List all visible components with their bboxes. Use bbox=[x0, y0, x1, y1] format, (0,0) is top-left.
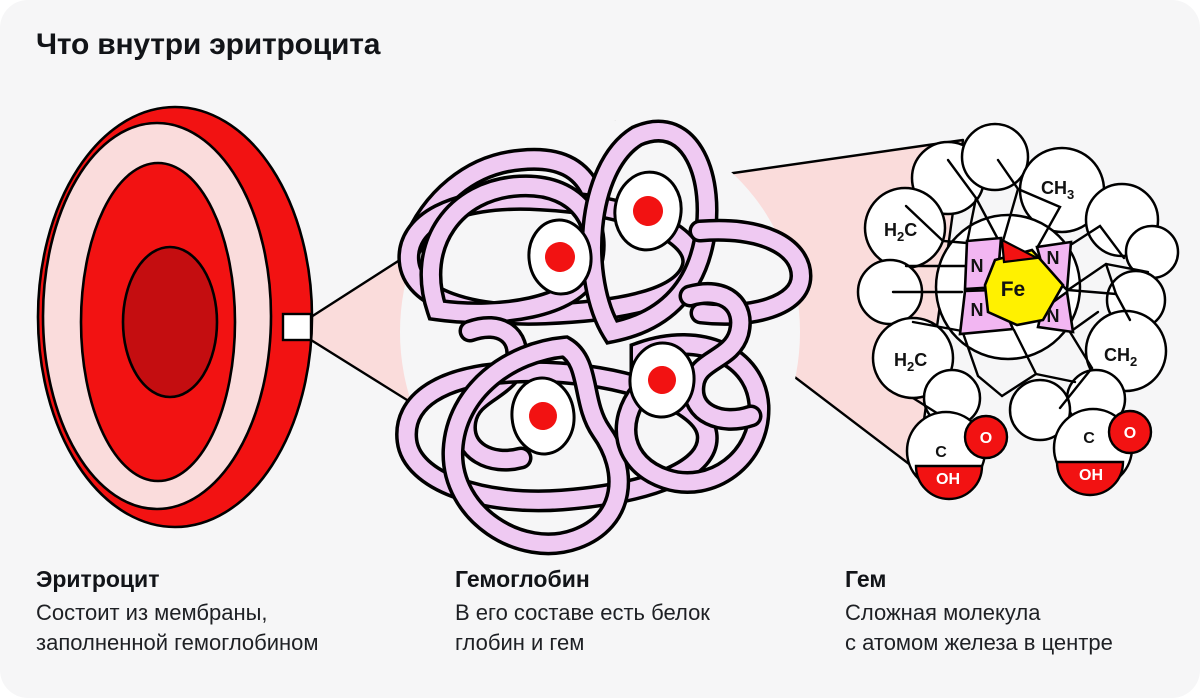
erythrocyte-illustration bbox=[36, 105, 314, 529]
caption-line: В его составе есть белок bbox=[455, 600, 710, 625]
zoom-window-square bbox=[281, 312, 313, 342]
caption-line: Сложная молекула bbox=[845, 600, 1041, 625]
h2c-label: H2C bbox=[884, 220, 917, 244]
hemoglobin-illustration bbox=[400, 120, 801, 544]
caption-line: Состоит из мембраны, bbox=[36, 600, 268, 625]
o-group bbox=[963, 414, 1009, 460]
c-label: C bbox=[1083, 430, 1095, 447]
n-label: N bbox=[1047, 248, 1060, 268]
oh-label: OH bbox=[936, 471, 960, 488]
iron-center-polygon bbox=[983, 248, 1065, 327]
ch2-label: CH2 bbox=[1104, 345, 1137, 369]
caption-line: с атомом железа в центре bbox=[845, 630, 1113, 655]
heme-marker bbox=[527, 218, 593, 296]
oh-group bbox=[914, 464, 984, 501]
caption-hemoglobin: Гемоглобин В его составе есть белок глоб… bbox=[455, 566, 835, 658]
n-label: N bbox=[1047, 306, 1060, 326]
n-label: N bbox=[971, 300, 984, 320]
heme-red-triangle bbox=[1000, 238, 1041, 264]
heme-facet-lines bbox=[891, 158, 1150, 417]
fe-label: Fe bbox=[1001, 278, 1026, 301]
caption-heading: Гем bbox=[845, 566, 887, 592]
carboxyl-left bbox=[905, 410, 1009, 501]
h2c-label: H2C bbox=[894, 350, 927, 374]
c-label: C bbox=[935, 444, 947, 461]
o-group bbox=[1107, 409, 1153, 455]
oh-label: OH bbox=[1079, 467, 1103, 484]
caption-erythrocyte: Эритроцит Состоит из мембраны, заполненн… bbox=[36, 566, 436, 658]
o-label: O bbox=[980, 430, 992, 447]
heme-marker bbox=[613, 170, 683, 252]
ch3-label: CH3 bbox=[1041, 178, 1074, 202]
heme-marker bbox=[628, 341, 696, 419]
heme-marker bbox=[510, 376, 576, 456]
caption-line: глобин и гем bbox=[455, 630, 585, 655]
n-label: N bbox=[971, 256, 984, 276]
caption-heading: Эритроцит bbox=[36, 566, 160, 592]
heme-illustration: Fe N N N N CH3 CH2 H2C H2C C O OH C O OH bbox=[856, 122, 1180, 501]
heme-markers bbox=[510, 170, 696, 456]
caption-heme: Гем Сложная молекула с атомом железа в ц… bbox=[845, 566, 1195, 658]
erythrocyte-center bbox=[121, 245, 219, 399]
page-title: Что внутри эритроцита bbox=[36, 28, 381, 61]
nitrogen-squares bbox=[958, 236, 1075, 336]
caption-line: заполненной гемоглобином bbox=[36, 630, 319, 655]
o-label: O bbox=[1124, 425, 1136, 442]
carboxyl-right bbox=[1052, 407, 1153, 497]
caption-heading: Гемоглобин bbox=[455, 566, 590, 592]
oh-group bbox=[1055, 460, 1125, 497]
